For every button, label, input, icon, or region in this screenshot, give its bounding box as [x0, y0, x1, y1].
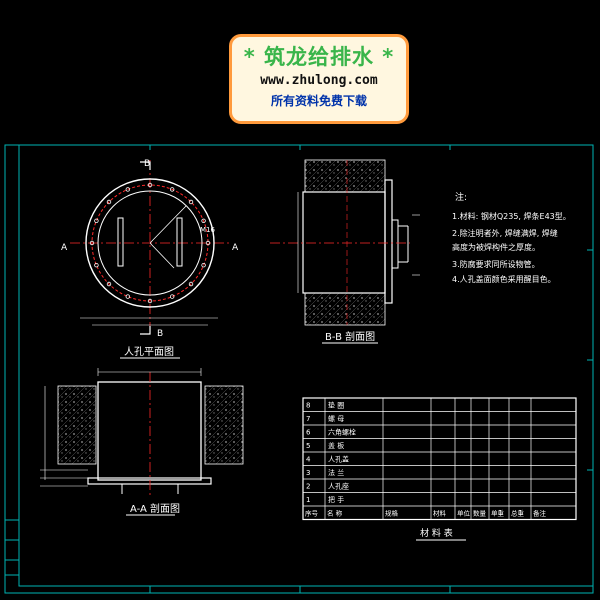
bolt-hole	[89, 240, 95, 246]
table-header-cell: 规格	[385, 509, 399, 518]
banner-tagline: 所有资料免费下载	[270, 94, 367, 108]
bolt-hole	[147, 298, 153, 304]
note-3: 高度为被焊构件之厚度。	[452, 242, 540, 252]
note-1: 1.材料: 钢材Q235, 焊条E43型。	[452, 211, 571, 221]
section-aa-view: A-A 剖面图	[40, 368, 244, 516]
bolt-hole	[188, 281, 194, 287]
note-4: 3.防腐要求同所设物管。	[452, 259, 540, 269]
bolt-hole	[201, 262, 206, 268]
site-banner: * 筑龙给排水 * www.zhulong.com 所有资料免费下载	[229, 34, 409, 124]
bolt-hole	[94, 218, 99, 224]
frame-ticks	[149, 145, 593, 593]
table-cell: 垫 圈	[328, 401, 344, 410]
section-bb-view: B-B 剖面图	[270, 159, 420, 344]
note-5: 4.人孔盖面颜色采用醒目色。	[452, 274, 556, 284]
table-header-cell: 单重	[491, 509, 505, 518]
plan-view-title: 人孔平面图	[124, 346, 174, 358]
bolt-hole	[188, 199, 194, 205]
table-cell: 1	[306, 496, 310, 504]
section-bb-title: B-B 剖面图	[325, 330, 375, 343]
banner-url: www.zhulong.com	[260, 73, 378, 88]
table-caption: 材 料 表	[420, 527, 453, 539]
table-cell: 盖 板	[328, 441, 344, 450]
section-aa-title: A-A 剖面图	[130, 502, 180, 515]
bolt-hole	[205, 240, 211, 246]
table-cell: 六角螺栓	[328, 428, 356, 437]
table-cell: 7	[306, 415, 310, 423]
notes-block: 注: 1.材料: 钢材Q235, 焊条E43型。 2.除注明者外, 焊缝满焊, …	[452, 191, 571, 284]
section-mark-a-left: A	[61, 243, 68, 253]
table-header-cell: 单位	[457, 509, 471, 518]
dim-m16: M16	[200, 226, 215, 234]
bolt-hole	[106, 199, 112, 205]
notes-title: 注:	[455, 191, 467, 203]
section-mark-b-top: B	[144, 159, 150, 169]
table-cell: 人孔盖	[328, 455, 349, 464]
bolt-hole	[169, 294, 175, 299]
bolt-hole	[147, 182, 153, 188]
table-cell: 人孔座	[328, 482, 349, 491]
bolt-hole	[169, 187, 175, 192]
note-2: 2.除注明者外, 焊缝满焊, 焊缝	[452, 228, 558, 238]
table-header-cell: 总重	[511, 509, 525, 518]
banner-title: * 筑龙给排水 *	[243, 45, 395, 69]
bolt-hole	[201, 218, 206, 224]
table-header-cell: 数量	[473, 509, 487, 518]
section-mark-b-bottom: B	[157, 329, 163, 339]
table-header-cell: 材料	[433, 509, 447, 518]
bolt-hole	[125, 187, 131, 192]
table-header-cell: 名 称	[327, 509, 343, 518]
bolt-hole	[125, 294, 131, 299]
table-header-cell: 备注	[533, 509, 547, 518]
materials-table: 8 垫 圈 7 螺 母 6 六角螺栓 5 盖 板 4 人孔盖 3 法 兰 2 人孔座 1 把 手序号名 称 规格…	[302, 397, 577, 521]
table-cell: 法 兰	[328, 468, 344, 477]
drawing-frame	[4, 144, 594, 594]
table-cell: 5	[306, 442, 310, 450]
table-cell: 螺 母	[328, 414, 344, 423]
table-cell: 8	[306, 402, 310, 410]
table-cell: 把 手	[328, 495, 344, 504]
bolt-hole	[94, 262, 99, 268]
table-header-cell: 序号	[305, 509, 319, 518]
table-cell: 6	[306, 429, 311, 437]
table-cell: 3	[306, 469, 310, 477]
section-mark-a-right: A	[232, 243, 239, 253]
bolt-hole	[106, 281, 112, 287]
table-cell: 4	[306, 456, 311, 464]
bolt-holes	[89, 182, 211, 304]
table-cell: 2	[306, 483, 310, 491]
manhole-plan-view: M16 B B A A 人孔平面图	[61, 159, 239, 359]
